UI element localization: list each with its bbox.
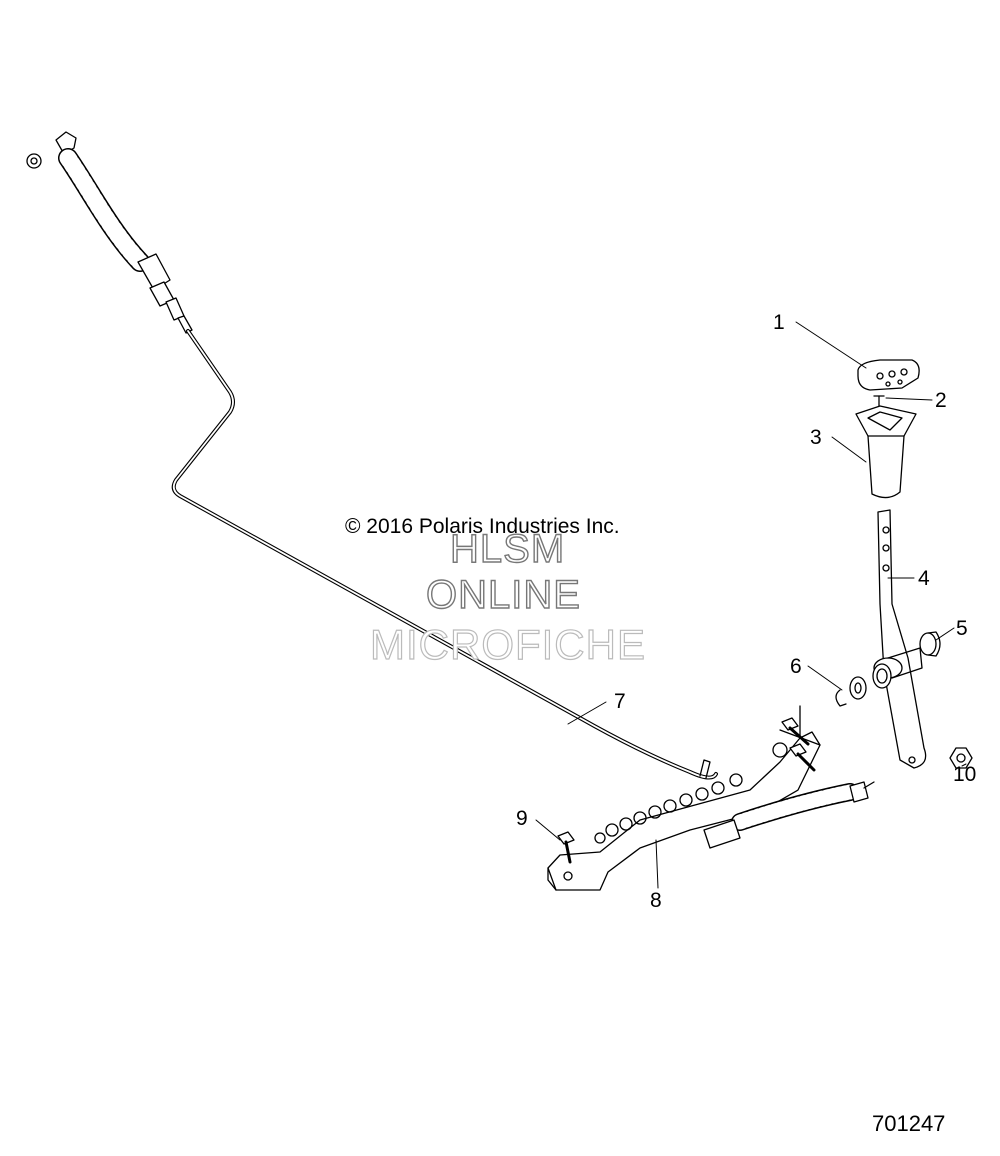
watermark-line-1: HLSM [449,526,566,571]
diagram-number: 701247 [872,1111,946,1136]
callout-5: 5 [956,617,968,640]
callout-10: 10 [953,763,977,786]
watermark-line-3: MICROFICHE [369,621,646,668]
callout-6: 6 [790,655,802,678]
nut [949,747,973,769]
cable-end-spring [703,781,875,849]
bolt-lower [789,743,816,772]
shift-knob [855,405,917,499]
knob-cap [857,359,920,391]
cable-bracket [547,705,821,891]
callout-1: 1 [773,311,785,334]
leader-lines [535,321,967,889]
callout-3: 3 [810,426,822,449]
callout-9: 9 [516,807,528,830]
bolt-9 [557,831,575,864]
copyright-text: © 2016 Polaris Industries Inc. [345,515,620,538]
washer-clip [835,663,892,707]
watermark-line-2: ONLINE [425,572,581,617]
bushing [919,631,941,657]
bolt-upper [781,717,810,746]
callout-7: 7 [614,690,626,713]
callout-2: 2 [935,389,947,412]
cable-boot [58,148,150,272]
callout-8: 8 [650,889,662,912]
shift-lever [873,509,927,769]
shift-cable [26,131,718,780]
callout-4: 4 [918,567,930,590]
